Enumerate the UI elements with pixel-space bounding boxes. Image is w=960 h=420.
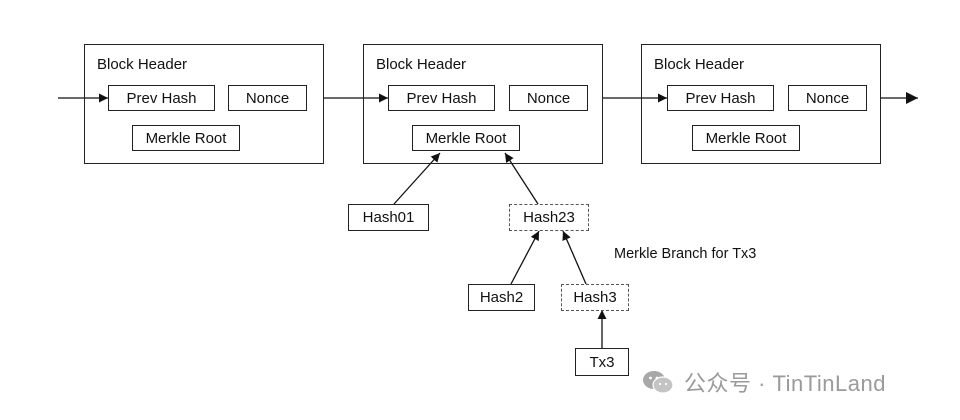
- hash23-node: Hash23: [509, 204, 589, 231]
- arrow-hash3-to-hash23: [562, 230, 587, 285]
- arrow-hash23-to-root: [504, 152, 539, 205]
- nonce-field: Nonce: [509, 85, 588, 111]
- prev-hash-field: Prev Hash: [667, 85, 774, 111]
- block-header-label: Block Header: [376, 56, 467, 73]
- nonce-field: Nonce: [788, 85, 867, 111]
- merkle-root-field: Merkle Root: [692, 125, 800, 151]
- prev-hash-field: Prev Hash: [388, 85, 495, 111]
- arrow-hash01-to-root: [393, 152, 441, 205]
- hash2-node: Hash2: [468, 284, 535, 311]
- watermark: 公众号 · TinTinLand: [642, 366, 886, 398]
- merkle-root-field: Merkle Root: [132, 125, 240, 151]
- block-2: Block Header: [363, 44, 603, 164]
- block-3: Block Header: [641, 44, 881, 164]
- block-header-label: Block Header: [97, 56, 188, 73]
- merkle-root-field: Merkle Root: [412, 125, 520, 151]
- arrow-hash2-to-hash23: [510, 230, 540, 285]
- prev-hash-field: Prev Hash: [108, 85, 215, 111]
- block-header-label: Block Header: [654, 56, 745, 73]
- watermark-text: 公众号 · TinTinLand: [684, 371, 886, 396]
- hash01-node: Hash01: [348, 204, 429, 231]
- wechat-icon: [643, 371, 674, 394]
- hash3-node: Hash3: [561, 284, 629, 311]
- merkle-branch-label: Merkle Branch for Tx3: [614, 246, 757, 262]
- block-1: Block Header: [84, 44, 324, 164]
- tx3-node: Tx3: [575, 348, 629, 376]
- nonce-field: Nonce: [228, 85, 307, 111]
